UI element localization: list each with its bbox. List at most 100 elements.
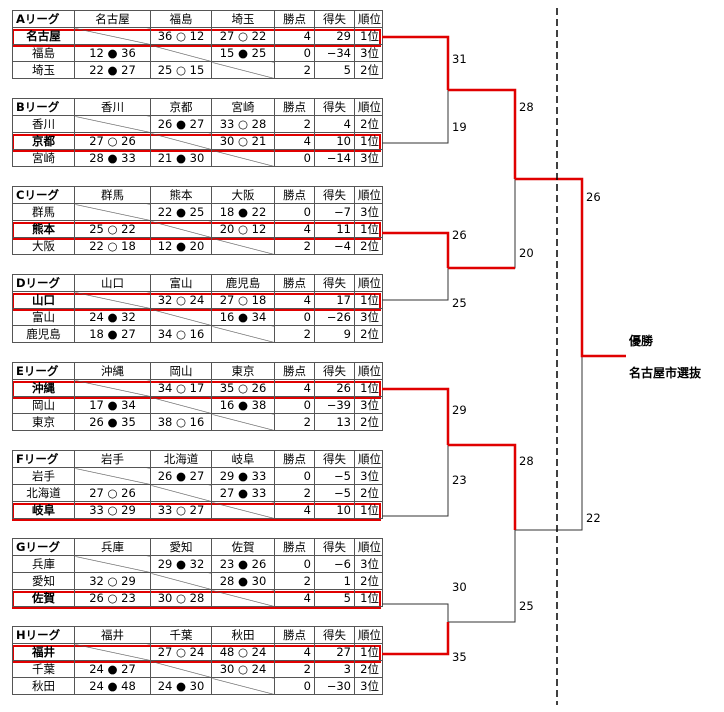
self-match-cell — [211, 677, 275, 695]
bracket-score: 20 — [519, 246, 534, 260]
goal-difference: −7 — [314, 203, 355, 221]
stat-header: 順位 — [354, 274, 383, 292]
self-match-cell — [211, 149, 275, 167]
match-result: 34 ○ 16 — [150, 325, 212, 343]
rank: 3位 — [354, 555, 383, 573]
league-name: Cリーグ — [12, 186, 75, 204]
winner-path — [448, 443, 517, 530]
bracket-score: 28 — [519, 100, 534, 114]
match-result: 24 ● 30 — [150, 677, 212, 695]
league-header-row: Hリーグ福井千葉秋田勝点得失順位 — [12, 626, 383, 644]
points: 2 — [274, 413, 315, 431]
bracket-score: 29 — [452, 403, 467, 417]
team-name: 山口 — [12, 291, 75, 309]
stat-header: 勝点 — [274, 538, 315, 556]
stat-header: 得失 — [314, 98, 355, 116]
league-header-row: Aリーグ名古屋福島埼玉勝点得失順位 — [12, 10, 383, 28]
league-header-row: Cリーグ群馬熊本大阪勝点得失順位 — [12, 186, 383, 204]
stat-header: 得失 — [314, 10, 355, 28]
self-match-cell — [74, 467, 151, 485]
match-result: 18 ● 22 — [211, 203, 275, 221]
self-match-cell — [211, 589, 275, 607]
match-result: 21 ● 30 — [150, 149, 212, 167]
team-name: 宮崎 — [12, 149, 75, 167]
bracket-line-r1 — [382, 232, 449, 301]
goal-difference: 10 — [314, 501, 355, 519]
match-result: 36 ○ 12 — [150, 27, 212, 45]
goal-difference: 17 — [314, 291, 355, 309]
opponent-header: 宮崎 — [211, 98, 275, 116]
stat-header: 得失 — [314, 186, 355, 204]
self-match-cell — [150, 396, 212, 414]
rank: 1位 — [354, 132, 383, 150]
match-result: 18 ● 27 — [74, 325, 151, 343]
bracket-score: 35 — [452, 650, 467, 664]
stat-header: 順位 — [354, 98, 383, 116]
match-result: 26 ○ 23 — [74, 589, 151, 607]
match-result: 32 ○ 29 — [74, 572, 151, 590]
team-name: 群馬 — [12, 203, 75, 221]
stat-header: 順位 — [354, 362, 383, 380]
league-header-row: Bリーグ香川京都宮崎勝点得失順位 — [12, 98, 383, 116]
self-match-cell — [211, 413, 275, 431]
bracket-line-r3 — [515, 178, 583, 531]
match-result: 12 ● 20 — [150, 237, 212, 255]
team-name: 富山 — [12, 308, 75, 326]
opponent-header: 岡山 — [150, 362, 212, 380]
league-header-row: Eリーグ沖縄岡山東京勝点得失順位 — [12, 362, 383, 380]
match-result: 22 ● 27 — [74, 61, 151, 79]
self-match-cell — [211, 237, 275, 255]
self-match-cell — [211, 325, 275, 343]
match-result: 26 ● 35 — [74, 413, 151, 431]
goal-difference: 29 — [314, 27, 355, 45]
goal-difference: −30 — [314, 677, 355, 695]
team-name: 岐阜 — [12, 501, 75, 519]
stat-header: 順位 — [354, 450, 383, 468]
rank: 3位 — [354, 149, 383, 167]
champion-team: 名古屋市選抜 — [629, 366, 702, 380]
winner-path — [382, 387, 450, 445]
stat-header: 勝点 — [274, 186, 315, 204]
team-name: 千葉 — [12, 660, 75, 678]
self-match-cell — [211, 61, 275, 79]
stat-header: 順位 — [354, 538, 383, 556]
opponent-header: 熊本 — [150, 186, 212, 204]
stat-header: 勝点 — [274, 10, 315, 28]
stat-header: 得失 — [314, 626, 355, 644]
rank: 3位 — [354, 467, 383, 485]
team-name: 大阪 — [12, 237, 75, 255]
league-name: Eリーグ — [12, 362, 75, 380]
winner-path — [448, 88, 517, 179]
self-match-cell — [74, 555, 151, 573]
goal-difference: 11 — [314, 220, 355, 238]
rank: 2位 — [354, 237, 383, 255]
stat-header: 勝点 — [274, 274, 315, 292]
match-result: 30 ○ 24 — [211, 660, 275, 678]
points: 2 — [274, 325, 315, 343]
bracket-score: 31 — [452, 52, 467, 66]
bracket-score: 28 — [519, 454, 534, 468]
goal-difference: −26 — [314, 308, 355, 326]
team-name: 佐賀 — [12, 589, 75, 607]
match-result: 34 ○ 17 — [150, 379, 212, 397]
match-result: 27 ○ 26 — [74, 484, 151, 502]
self-match-cell — [211, 501, 275, 519]
bracket-score: 26 — [452, 228, 467, 242]
champion-label: 優勝 — [629, 334, 654, 348]
match-result: 27 ○ 22 — [211, 27, 275, 45]
bracket-score: 30 — [452, 580, 467, 594]
